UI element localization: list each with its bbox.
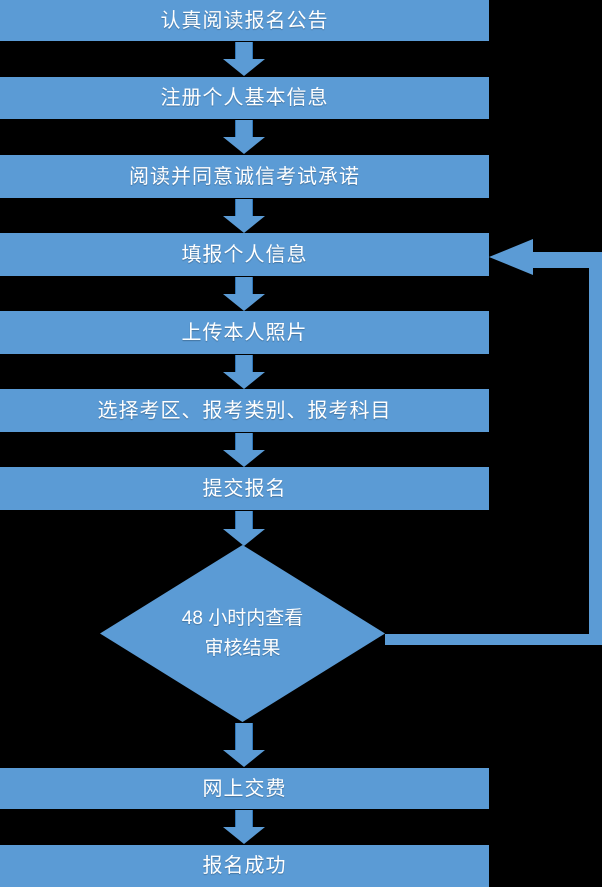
flow-node-upload-photo[interactable]: 上传本人照片	[0, 311, 489, 354]
connector-arrow-down-4	[223, 277, 265, 311]
connector-arrow-down-3	[223, 199, 265, 233]
connector-arrow-down-1	[223, 42, 265, 76]
flow-node-register-basic-info[interactable]: 注册个人基本信息	[0, 77, 489, 119]
feedback-loop-segment-right	[589, 252, 602, 640]
flow-node-label: 选择考区、报考类别、报考科目	[97, 399, 392, 422]
flow-node-agree-integrity-pledge[interactable]: 阅读并同意诚信考试承诺	[0, 155, 489, 198]
flow-node-label-group: 48 小时内查看 审核结果	[100, 545, 385, 722]
flow-node-label: 提交报名	[202, 477, 287, 500]
flow-node-label: 上传本人照片	[181, 321, 308, 344]
flow-node-label: 网上交费	[202, 777, 287, 800]
flow-node-fill-personal-info[interactable]: 填报个人信息	[0, 233, 489, 276]
flow-node-online-payment[interactable]: 网上交费	[0, 768, 489, 809]
flow-node-label-line1: 48 小时内查看	[181, 608, 304, 630]
flow-node-label-line2: 审核结果	[204, 637, 281, 659]
flow-node-label: 填报个人信息	[181, 243, 308, 266]
connector-arrow-down-2	[223, 120, 265, 154]
connector-arrow-down-6	[223, 433, 265, 467]
flow-node-registration-success[interactable]: 报名成功	[0, 845, 489, 887]
flow-node-select-exam-region-category-subject[interactable]: 选择考区、报考类别、报考科目	[0, 389, 489, 432]
connector-arrow-down-8	[223, 723, 265, 767]
feedback-loop-segment-bottom	[385, 634, 602, 645]
flow-node-label: 注册个人基本信息	[160, 87, 329, 109]
flow-node-label: 阅读并同意诚信考试承诺	[129, 165, 360, 188]
flow-node-read-announcement[interactable]: 认真阅读报名公告	[0, 0, 489, 41]
feedback-loop-arrowhead-icon	[489, 239, 533, 275]
connector-arrow-down-5	[223, 355, 265, 389]
connector-arrow-down-9	[223, 810, 265, 844]
diamond-shape-icon	[100, 545, 385, 722]
flow-node-check-audit-result-48h[interactable]: 48 小时内查看 审核结果	[100, 545, 385, 722]
connector-arrow-down-7	[223, 511, 265, 546]
flow-node-label: 认真阅读报名公告	[160, 9, 329, 32]
flow-node-label: 报名成功	[202, 855, 287, 877]
flow-node-submit-registration[interactable]: 提交报名	[0, 467, 489, 510]
feedback-loop-segment-top	[533, 252, 593, 268]
